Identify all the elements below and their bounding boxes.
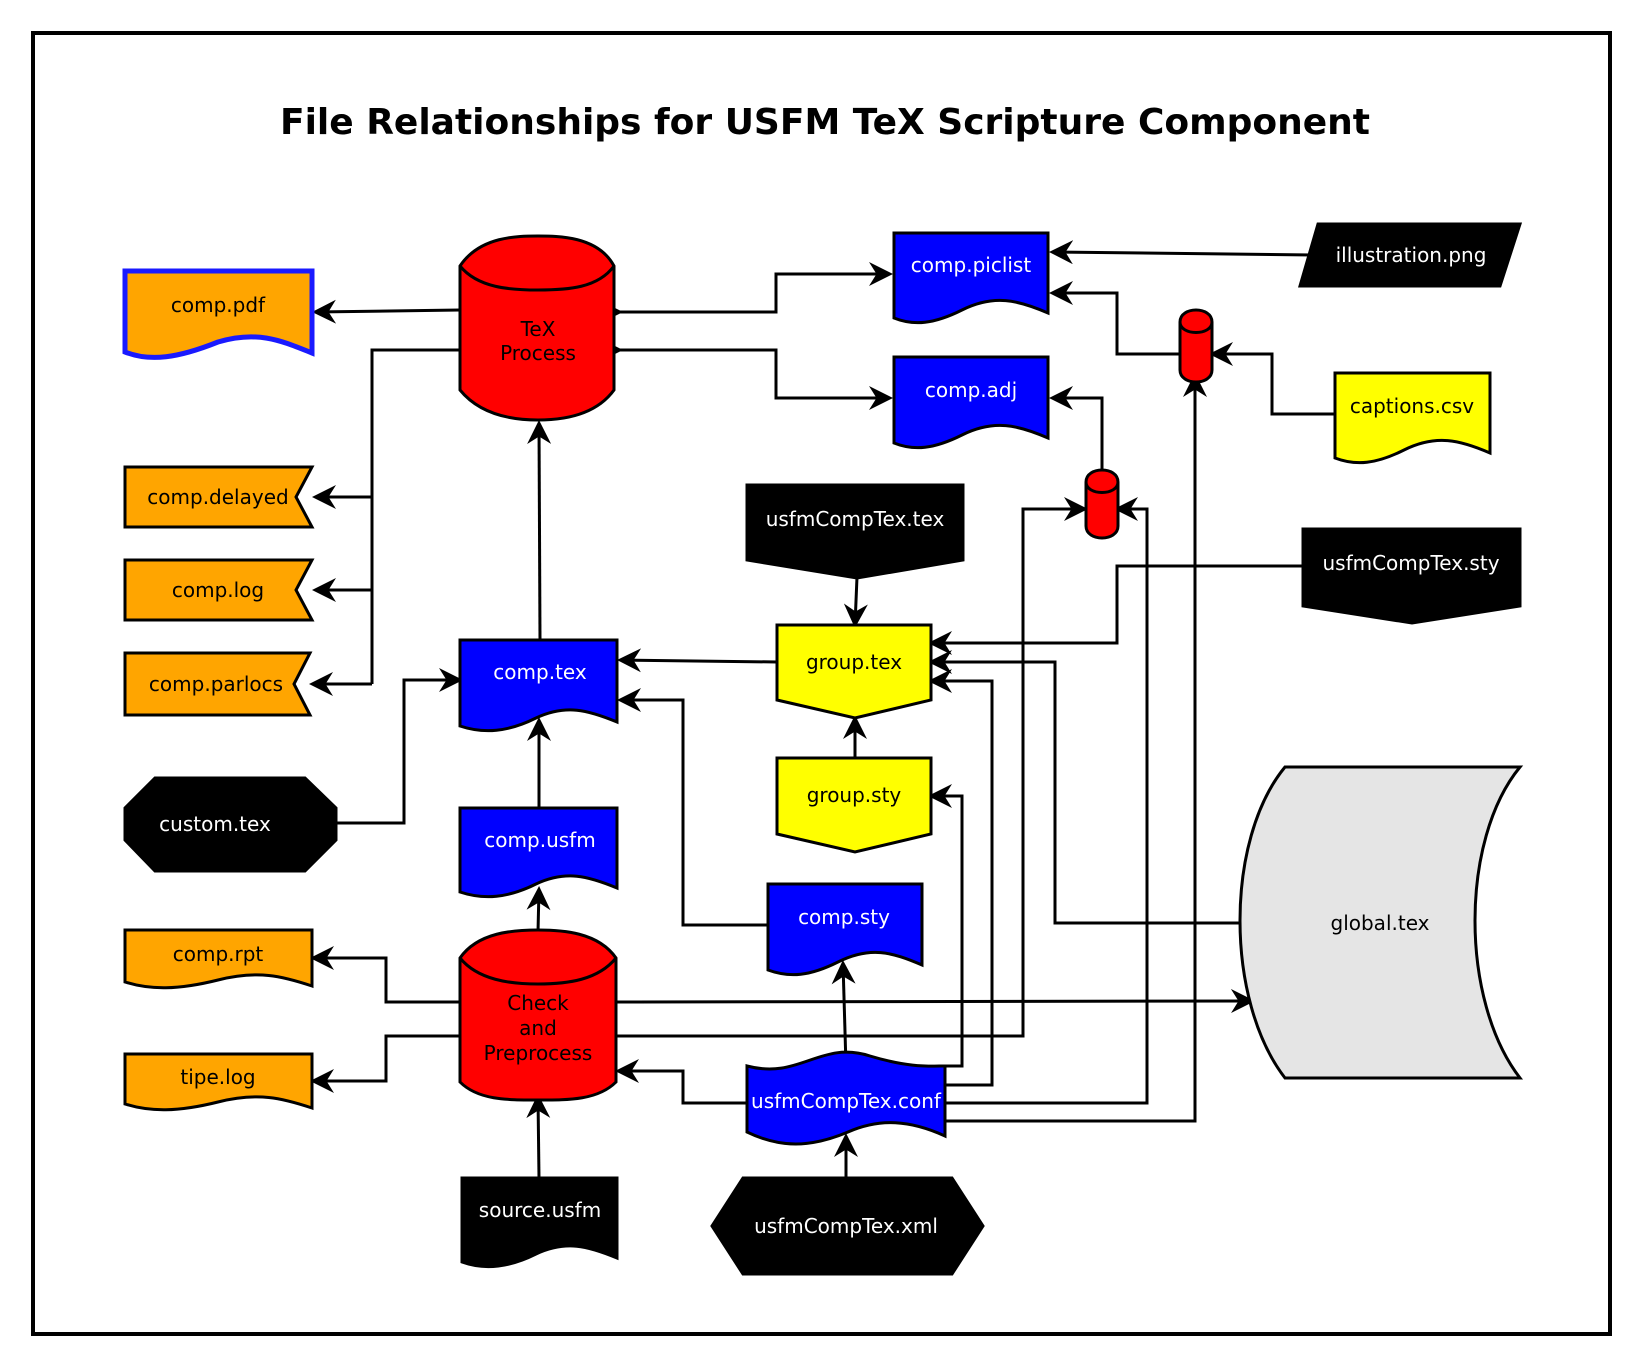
node-illustration-png[interactable]: illustration.png xyxy=(1298,222,1523,288)
edge-group-tex-to-comp-tex xyxy=(617,648,778,673)
node-comp-rpt[interactable]: comp.rpt xyxy=(123,928,314,990)
node-usfmcomptex-conf-label: usfmCompTex.conf xyxy=(751,1089,942,1113)
edge-conf-to-adj-cylinder xyxy=(945,497,1149,1105)
node-captions-csv-label: captions.csv xyxy=(1350,394,1474,418)
edge-source-to-check xyxy=(526,1094,551,1179)
node-group-sty-label: group.sty xyxy=(807,783,902,807)
node-comp-usfm-label: comp.usfm xyxy=(484,828,595,852)
node-comp-parlocs-label: comp.parlocs xyxy=(149,672,283,696)
edge-usfmcomptex-sty-to-group xyxy=(928,564,1303,655)
node-usfmcomptex-xml-label: usfmCompTex.xml xyxy=(754,1214,938,1238)
node-tex-process[interactable]: TeX Process xyxy=(458,234,616,422)
edge-adj-cylinder-to-adj xyxy=(1049,386,1104,470)
diagram-frame xyxy=(31,31,1612,1336)
edge-check-to-comp-usfm xyxy=(526,886,551,933)
node-global-tex[interactable]: global.tex xyxy=(1238,765,1524,1080)
node-tipe-log-label: tipe.log xyxy=(180,1065,255,1089)
node-tipe-log[interactable]: tipe.log xyxy=(123,1052,314,1112)
node-comp-delayed[interactable]: comp.delayed xyxy=(123,465,315,529)
edge-captions-to-cylinder xyxy=(1209,342,1335,416)
edge-conf-to-group-tex xyxy=(928,669,994,1087)
node-comp-sty[interactable]: comp.sty xyxy=(766,882,924,977)
node-captions-csv[interactable]: captions.csv xyxy=(1333,371,1492,465)
node-comp-adj-label: comp.adj xyxy=(925,378,1017,402)
edge-piclist-cylinder-to-piclist xyxy=(1049,281,1180,356)
node-tex-process-label-line2: Process xyxy=(500,341,576,365)
edge-conf-to-group-sty xyxy=(928,784,964,1068)
edges xyxy=(309,240,1335,1179)
edge-conf-to-check xyxy=(615,1059,747,1105)
node-source-usfm[interactable]: source.usfm xyxy=(460,1176,619,1269)
edge-check-to-comp-rpt xyxy=(310,946,460,1004)
edge-tex-process-to-logs-bus xyxy=(370,348,460,684)
node-usfmcomptex-conf[interactable]: usfmCompTex.conf xyxy=(745,1050,947,1146)
adj-merge-cylinder xyxy=(1084,468,1120,540)
edge-check-to-adj-cylinder xyxy=(616,497,1088,1038)
node-comp-pdf[interactable]: comp.pdf xyxy=(122,268,315,360)
node-tex-process-label-line1: TeX xyxy=(520,317,556,341)
edge-check-to-global xyxy=(615,989,1255,1014)
node-usfmcomptex-sty-label: usfmCompTex.sty xyxy=(1322,551,1499,575)
edge-comp-sty-to-comp-tex xyxy=(617,688,768,927)
node-illustration-png-label: illustration.png xyxy=(1336,243,1487,267)
edge-conf-to-piclist-cylinder xyxy=(945,373,1207,1123)
node-comp-tex-label: comp.tex xyxy=(493,660,587,684)
node-group-tex[interactable]: group.tex xyxy=(775,623,933,720)
node-comp-parlocs[interactable]: comp.parlocs xyxy=(123,651,313,717)
piclist-merge-cylinder xyxy=(1178,308,1214,384)
node-comp-piclist[interactable]: comp.piclist xyxy=(892,231,1050,325)
node-source-usfm-label: source.usfm xyxy=(479,1198,601,1222)
node-comp-usfm[interactable]: comp.usfm xyxy=(458,806,619,899)
edge-check-to-tipe-log xyxy=(310,1034,460,1093)
node-check-preprocess-label-line1: Check xyxy=(507,991,569,1015)
edge-tex-process-adj xyxy=(599,338,893,410)
node-check-preprocess-label-line3: Preprocess xyxy=(484,1041,593,1065)
edge-tex-process-to-comp-pdf xyxy=(312,299,461,324)
edge-conf-to-comp-sty xyxy=(831,960,856,1067)
node-comp-delayed-label: comp.delayed xyxy=(147,485,288,509)
node-custom-tex[interactable]: custom.tex xyxy=(123,776,338,873)
node-custom-tex-label: custom.tex xyxy=(159,812,271,836)
node-comp-piclist-label: comp.piclist xyxy=(911,253,1032,277)
node-comp-pdf-label: comp.pdf xyxy=(171,293,266,317)
node-usfmcomptex-tex-label: usfmCompTex.tex xyxy=(766,507,945,531)
edge-usfmcomptex-tex-to-group xyxy=(843,576,868,628)
edge-comp-tex-to-tex-process xyxy=(527,420,552,641)
node-comp-rpt-label: comp.rpt xyxy=(173,942,264,966)
edge-tex-process-piclist xyxy=(599,262,893,324)
node-comp-log[interactable]: comp.log xyxy=(123,558,315,622)
node-usfmcomptex-tex[interactable]: usfmCompTex.tex xyxy=(745,483,965,580)
node-usfmcomptex-xml[interactable]: usfmCompTex.xml xyxy=(710,1176,985,1276)
edge-custom-to-comp-tex xyxy=(336,668,463,825)
node-check-preprocess-label-line2: and xyxy=(519,1016,557,1040)
node-usfmcomptex-sty[interactable]: usfmCompTex.sty xyxy=(1301,527,1522,625)
node-comp-log-label: comp.log xyxy=(172,578,264,602)
node-group-sty[interactable]: group.sty xyxy=(775,756,933,854)
node-global-tex-label: global.tex xyxy=(1331,911,1430,935)
node-check-preprocess[interactable]: Check and Preprocess xyxy=(458,928,618,1102)
node-comp-adj[interactable]: comp.adj xyxy=(892,355,1050,450)
diagram-title: File Relationships for USFM TeX Scriptur… xyxy=(280,102,1370,143)
node-comp-tex[interactable]: comp.tex xyxy=(458,638,619,733)
node-comp-sty-label: comp.sty xyxy=(798,905,890,929)
node-group-tex-label: group.tex xyxy=(806,650,902,674)
edge-illustration-to-piclist xyxy=(1049,240,1314,265)
